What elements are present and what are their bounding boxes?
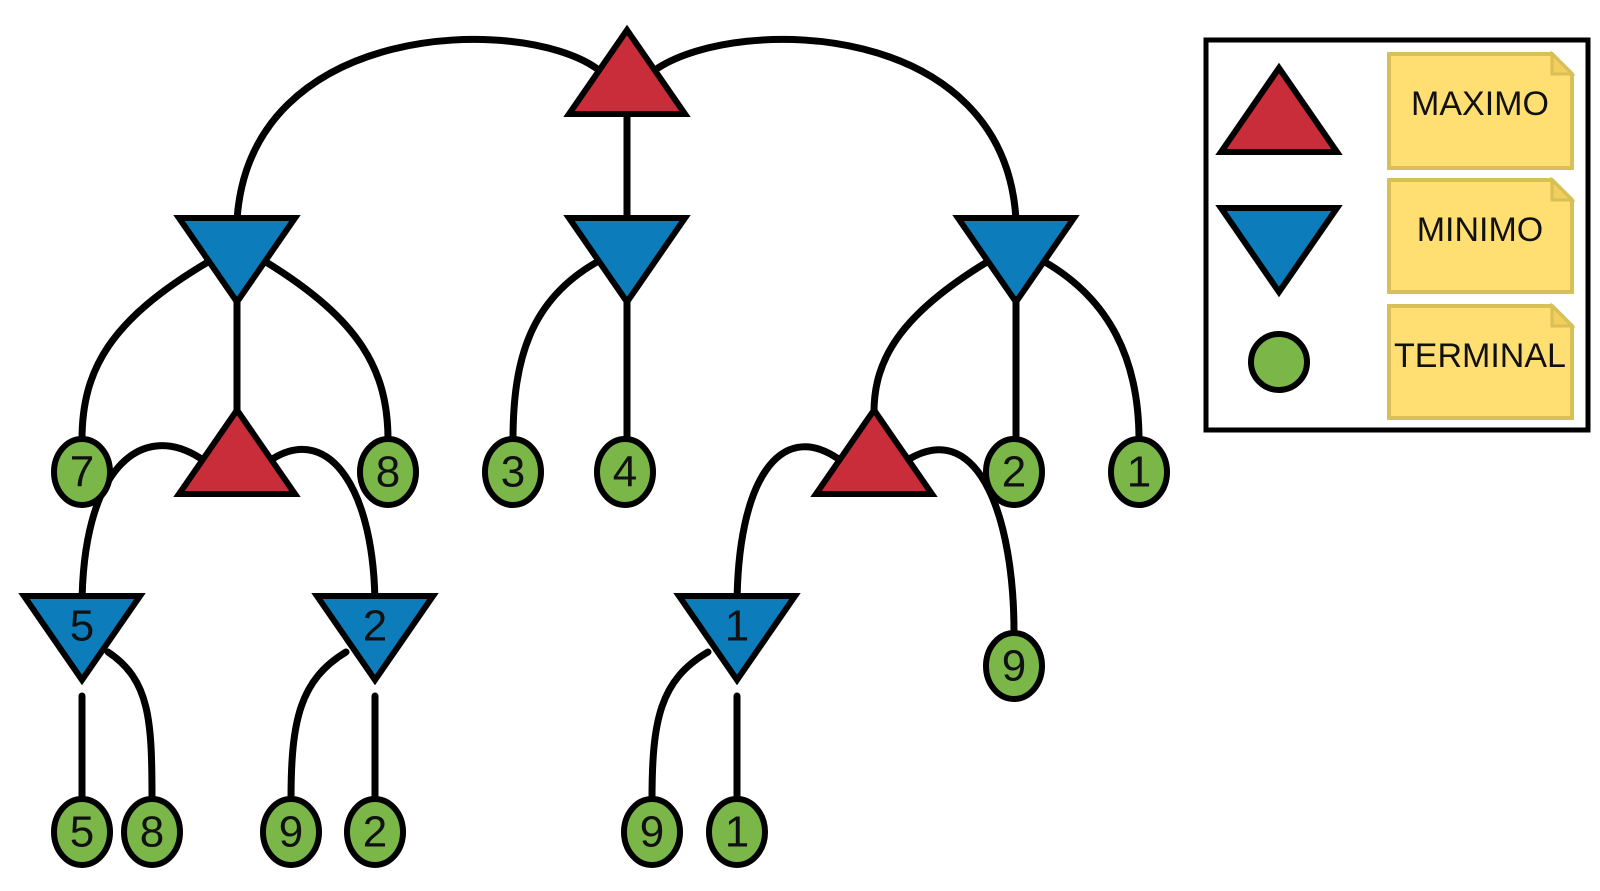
edge-root-a [233, 35, 600, 224]
node-a2-max [173, 404, 301, 497]
node-value-label: 5 [70, 808, 94, 857]
node-value-label: 7 [70, 448, 94, 497]
node-a2a2-terminal: 8 [121, 796, 183, 868]
node-a2b1-terminal: 9 [260, 796, 322, 868]
terminal-circle-icon [594, 436, 656, 508]
node-value-label: 3 [501, 448, 525, 497]
node-a-min [173, 215, 301, 308]
terminal-circle-icon [983, 436, 1045, 508]
legend-min-triangle-icon [1215, 205, 1343, 298]
terminal-circle-icon [983, 630, 1045, 702]
node-root-max [563, 24, 691, 117]
node-value-label: 9 [279, 808, 303, 857]
terminal-circle-icon [51, 796, 113, 868]
node-c1a1-terminal: 9 [621, 796, 683, 868]
node-b-min [563, 215, 691, 308]
min-triangle-icon [173, 215, 301, 308]
node-c1a2-terminal: 1 [706, 796, 768, 868]
node-b2-terminal: 4 [594, 436, 656, 508]
node-value-label: 1 [725, 602, 749, 651]
node-value-label: 2 [363, 602, 387, 651]
node-value-label: 5 [70, 602, 94, 651]
node-c1b-terminal: 9 [983, 630, 1045, 702]
min-triangle-icon [563, 215, 691, 308]
terminal-circle-icon [344, 796, 406, 868]
edge-a-a3 [262, 258, 392, 444]
edge-b-b1 [509, 258, 601, 444]
legend-label-minimo: MINIMO [1417, 211, 1544, 249]
min-triangle-icon [311, 593, 439, 686]
max-triangle-icon [563, 24, 691, 117]
edge-a-a1 [78, 258, 212, 444]
legend-max-triangle-icon [1215, 62, 1343, 155]
edge-c-c1 [870, 258, 991, 416]
min-triangle-icon [673, 593, 801, 686]
node-c-min [952, 215, 1080, 308]
terminal-circle-icon [482, 436, 544, 508]
node-c1a-min: 1 [673, 593, 801, 686]
edge-a2-a2a [78, 442, 204, 612]
edge-c1-c1a [733, 443, 841, 612]
terminal-circle-icon [1108, 436, 1170, 508]
node-value-label: 1 [725, 808, 749, 857]
node-value-label: 2 [1002, 448, 1026, 497]
edge-c1a-c1a1 [648, 648, 712, 804]
edge-a2-a2b [270, 445, 379, 612]
node-c3-terminal: 1 [1108, 436, 1170, 508]
legend-terminal-circle-icon [1248, 331, 1310, 393]
min-triangle-icon [18, 593, 146, 686]
node-value-label: 8 [140, 808, 164, 857]
node-b1-terminal: 3 [482, 436, 544, 508]
legend-note-minimo: MINIMO [1387, 176, 1576, 294]
node-a2a-min: 5 [18, 593, 146, 686]
max-triangle-icon [810, 404, 938, 497]
edge-a2b-a2b1 [287, 648, 350, 804]
node-value-label: 9 [1002, 642, 1026, 691]
node-c1-max [810, 404, 938, 497]
min-triangle-icon [952, 215, 1080, 308]
edge-root-c [654, 35, 1020, 224]
legend-label-maximo: MAXIMO [1411, 85, 1549, 123]
node-value-label: 8 [376, 448, 400, 497]
terminal-circle-icon [260, 796, 322, 868]
edge-a2a-a2a2 [104, 648, 156, 804]
tree-edges [78, 35, 1143, 804]
terminal-circle-icon [621, 796, 683, 868]
node-a2a1-terminal: 5 [51, 796, 113, 868]
legend-note-maximo: MAXIMO [1387, 50, 1576, 170]
terminal-circle-icon [706, 796, 768, 868]
edge-c-c3 [1041, 258, 1143, 444]
node-a2b-min: 2 [311, 593, 439, 686]
node-c2-terminal: 2 [983, 436, 1045, 508]
legend-label-terminal: TERMINAL [1394, 337, 1566, 375]
node-value-label: 4 [613, 448, 637, 497]
node-a3-terminal: 8 [357, 436, 419, 508]
terminal-circle-icon [51, 436, 113, 508]
node-value-label: 1 [1127, 448, 1151, 497]
terminal-circle-icon [121, 796, 183, 868]
legend: MAXIMO MINIMO TERMINAL [1203, 37, 1591, 433]
node-a2b2-terminal: 2 [344, 796, 406, 868]
node-a1-terminal: 7 [51, 436, 113, 508]
max-triangle-icon [173, 404, 301, 497]
terminal-circle-icon [357, 436, 419, 508]
node-value-label: 2 [363, 808, 387, 857]
node-value-label: 9 [640, 808, 664, 857]
legend-note-terminal: TERMINAL [1387, 302, 1576, 420]
